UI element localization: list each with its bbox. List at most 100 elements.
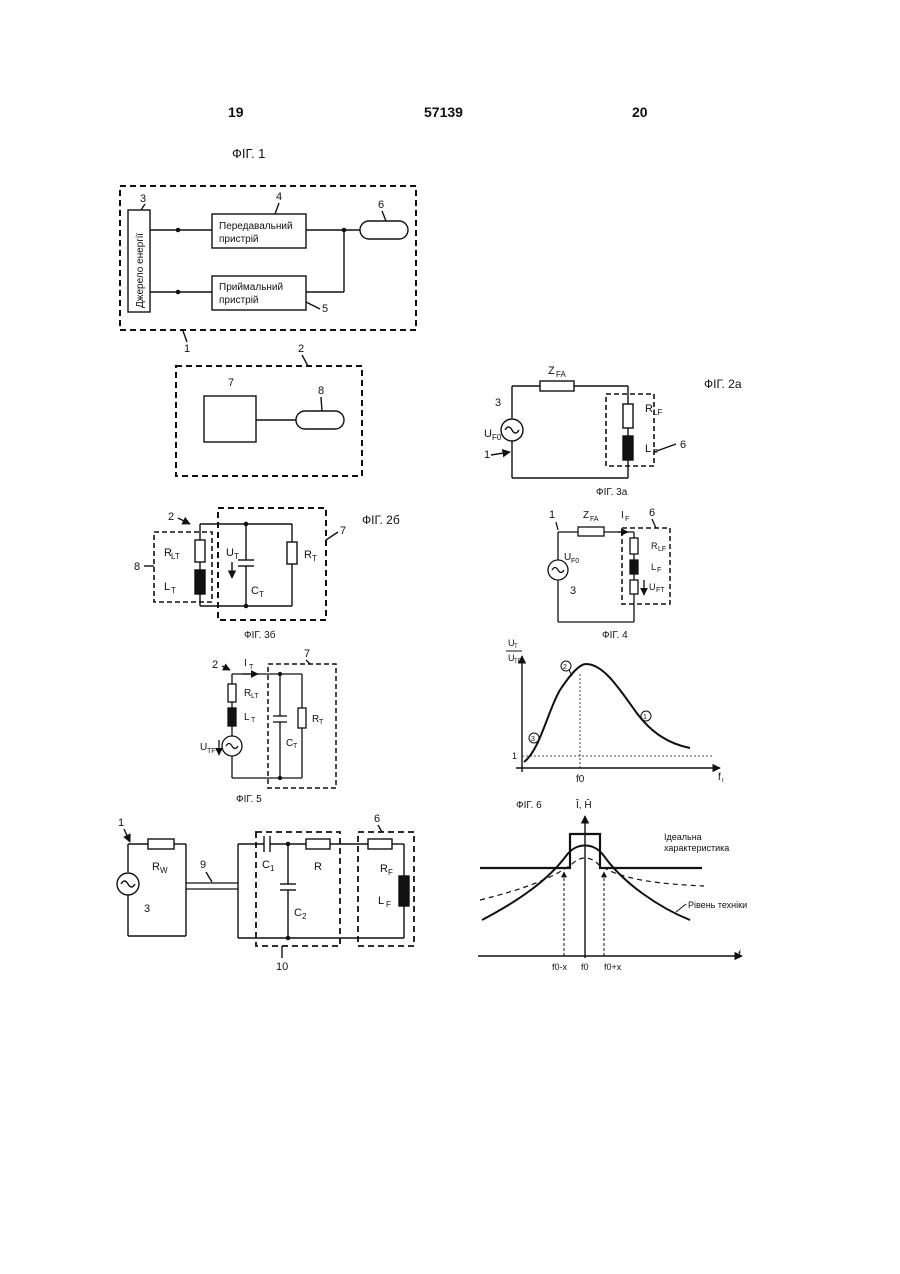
svg-text:C: C	[251, 585, 259, 597]
svg-text:F0: F0	[571, 558, 579, 565]
svg-text:2: 2	[302, 912, 307, 921]
fig1: ФІГ. 1 Джерело енергії 3 Передавальний п…	[120, 146, 416, 476]
svg-text:T: T	[259, 590, 264, 599]
fig2a: ФІГ. 2а Z FA U F0 3 1 R LF L F 6	[484, 365, 742, 478]
transponder-block-7	[204, 396, 256, 442]
svg-text:2: 2	[168, 511, 174, 523]
fig4-caption: ФІГ. 4	[602, 630, 628, 641]
svg-text:T: T	[319, 719, 324, 726]
svg-text:F: F	[653, 448, 658, 457]
svg-text:9: 9	[200, 859, 206, 871]
svg-text:f: f	[738, 950, 741, 961]
ref-4: 4	[276, 191, 282, 203]
ref-5: 5	[322, 303, 328, 315]
fig2b: ФІГ. 2б 2 8 7 R LT L T C T U T R T	[134, 508, 400, 620]
svg-text:Î, Ĥ: Î, Ĥ	[575, 798, 592, 811]
receiver-label-1: Приймальний	[219, 282, 283, 293]
fig6: ФІГ. 6 Î, Ĥ f Ідеальна характеристика Рі…	[478, 798, 747, 972]
svg-text:3: 3	[144, 903, 150, 915]
fig4: U T U TF f r 1 f0 2 1 3	[506, 638, 724, 785]
svg-text:Ідеальна: Ідеальна	[664, 832, 702, 842]
zfa-resistor	[540, 381, 574, 391]
svg-text:LT: LT	[171, 552, 180, 561]
svg-text:10: 10	[276, 961, 288, 973]
svg-text:T: T	[234, 552, 239, 561]
svg-text:R: R	[152, 861, 160, 873]
svg-text:f: f	[718, 772, 721, 783]
svg-text:7: 7	[304, 648, 310, 660]
svg-text:1: 1	[270, 864, 275, 873]
svg-text:TF: TF	[514, 659, 522, 665]
svg-text:r: r	[722, 778, 724, 784]
energy-source-label: Джерело енергії	[135, 233, 146, 308]
svg-text:3: 3	[570, 585, 576, 597]
svg-text:T: T	[249, 664, 254, 671]
svg-text:L: L	[164, 581, 170, 593]
svg-text:1: 1	[549, 509, 555, 521]
svg-text:C: C	[262, 859, 270, 871]
svg-text:LF: LF	[658, 546, 666, 553]
fig5: 1 R W 3 9 C 1 R C 2	[117, 813, 414, 973]
fig2b-caption: ФІГ. 2б	[362, 513, 400, 527]
svg-text:R: R	[304, 549, 312, 561]
ref-7: 7	[228, 377, 234, 389]
svg-text:3: 3	[531, 736, 535, 743]
svg-text:F0: F0	[492, 433, 502, 442]
svg-text:R: R	[314, 861, 322, 873]
svg-text:L: L	[244, 712, 250, 723]
svg-text:T: T	[514, 644, 518, 650]
svg-text:8: 8	[134, 561, 140, 573]
svg-text:FT: FT	[656, 587, 665, 594]
fig3b-caption: ФІГ. 3б	[244, 629, 276, 641]
svg-text:T: T	[312, 554, 317, 563]
svg-text:характеристика: характеристика	[664, 843, 729, 853]
svg-text:6: 6	[680, 439, 686, 451]
antenna-6	[360, 221, 408, 239]
svg-text:U: U	[484, 428, 492, 440]
svg-text:T: T	[251, 717, 256, 724]
svg-text:Рівень техніки: Рівень техніки	[688, 900, 747, 910]
ref-3: 3	[140, 193, 146, 205]
receiver-label-2: пристрій	[219, 295, 259, 306]
fig1-caption: ФІГ. 1	[232, 146, 265, 161]
dashed-curve	[480, 858, 704, 900]
transmitter-label-2: пристрій	[219, 234, 259, 245]
svg-text:1: 1	[643, 714, 647, 721]
svg-text:R: R	[380, 863, 388, 875]
block-7-boundary	[218, 508, 326, 620]
svg-text:I: I	[621, 510, 624, 521]
ref-8: 8	[318, 385, 324, 397]
fig3b: 2 I T R LT L T U TF 7 C T R	[200, 648, 336, 788]
svg-text:R: R	[645, 403, 653, 415]
svg-text:F: F	[657, 567, 661, 574]
fig5-caption: ФІГ. 5	[236, 794, 262, 805]
svg-text:f0+x: f0+x	[604, 962, 622, 972]
svg-text:R: R	[651, 541, 658, 551]
svg-text:F: F	[386, 900, 391, 909]
fig6-caption: ФІГ. 6	[516, 800, 542, 811]
svg-text:LF: LF	[653, 408, 662, 417]
svg-text:T: T	[171, 586, 176, 595]
svg-text:U: U	[649, 582, 656, 592]
svg-text:f0: f0	[581, 962, 589, 972]
svg-text:6: 6	[649, 507, 655, 519]
svg-text:LT: LT	[251, 693, 259, 700]
fig3a: ФІГ. 3а 1 Z FA I F U F0 3 6 R LF L F U F…	[548, 487, 670, 622]
svg-text:F: F	[388, 868, 393, 877]
svg-text:2: 2	[563, 664, 567, 671]
fig2a-caption: ФІГ. 2а	[704, 377, 742, 391]
svg-text:L: L	[378, 895, 384, 907]
svg-text:7: 7	[340, 525, 346, 537]
svg-text:TF: TF	[207, 748, 216, 755]
antenna-8	[296, 411, 344, 429]
svg-text:FA: FA	[590, 516, 599, 523]
svg-text:6: 6	[374, 813, 380, 825]
svg-text:F: F	[625, 516, 629, 523]
svg-text:1: 1	[484, 449, 490, 461]
transmitter-label-1: Передавальний	[219, 221, 293, 232]
svg-text:U: U	[226, 547, 234, 559]
ref-6: 6	[378, 199, 384, 211]
svg-text:I: I	[244, 658, 247, 669]
svg-text:3: 3	[495, 397, 501, 409]
